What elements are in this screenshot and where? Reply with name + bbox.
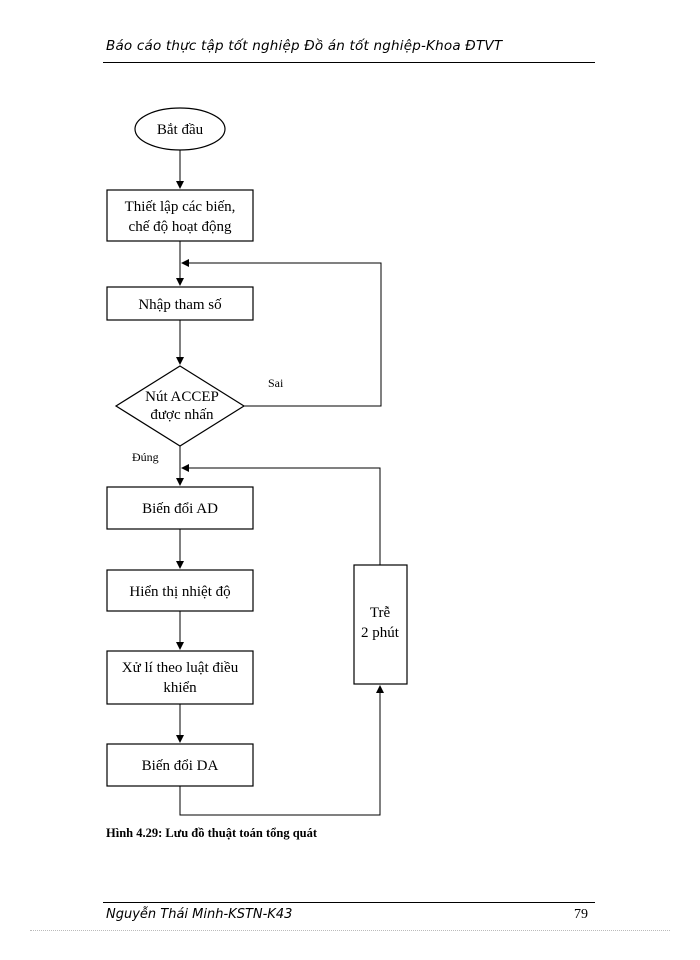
dac-label: Biến đổi DA <box>142 758 219 774</box>
control-box <box>106 650 254 705</box>
page-number: 79 <box>574 907 588 922</box>
page-bottom-divider <box>30 930 670 931</box>
control-label-line1: Xử lí theo luật điều <box>122 660 239 676</box>
control-label-line2: khiển <box>163 680 197 696</box>
input-label: Nhập tham số <box>138 297 222 313</box>
init-label-line2: chế độ hoạt động <box>129 219 232 235</box>
page-header: Báo cáo thực tập tốt nghiệp Đồ án tốt ng… <box>106 38 503 54</box>
delay-label-line1: Trễ <box>370 605 391 621</box>
figure-caption: Hình 4.29: Lưu đồ thuật toán tổng quát <box>106 826 318 840</box>
decision-label-line2: được nhấn <box>150 407 214 423</box>
edge-dac-delay <box>179 685 384 816</box>
footer-author: Nguyễn Thái Minh-KSTN-K43 <box>106 907 293 922</box>
edge-label-yes: Đúng <box>132 450 159 464</box>
delay-label-line2: 2 phút <box>361 625 400 641</box>
delay-box <box>353 564 408 685</box>
start-label: Bắt đầu <box>157 122 204 138</box>
footer-rule <box>103 902 595 903</box>
adc-label: Biến đổi AD <box>142 501 218 517</box>
edge-label-no: Sai <box>268 376 284 390</box>
decision-diamond <box>114 365 246 447</box>
init-label-line1: Thiết lập các biến, <box>125 199 236 215</box>
edge-delay-loop <box>181 464 381 565</box>
display-label: Hiển thị nhiệt độ <box>129 584 230 600</box>
decision-label-line1: Nút ACCEP <box>145 389 219 405</box>
edge-decision-no-loop <box>181 259 382 407</box>
dac-box <box>106 743 254 787</box>
display-box <box>106 569 254 612</box>
header-rule <box>103 62 595 63</box>
input-box <box>106 286 254 321</box>
